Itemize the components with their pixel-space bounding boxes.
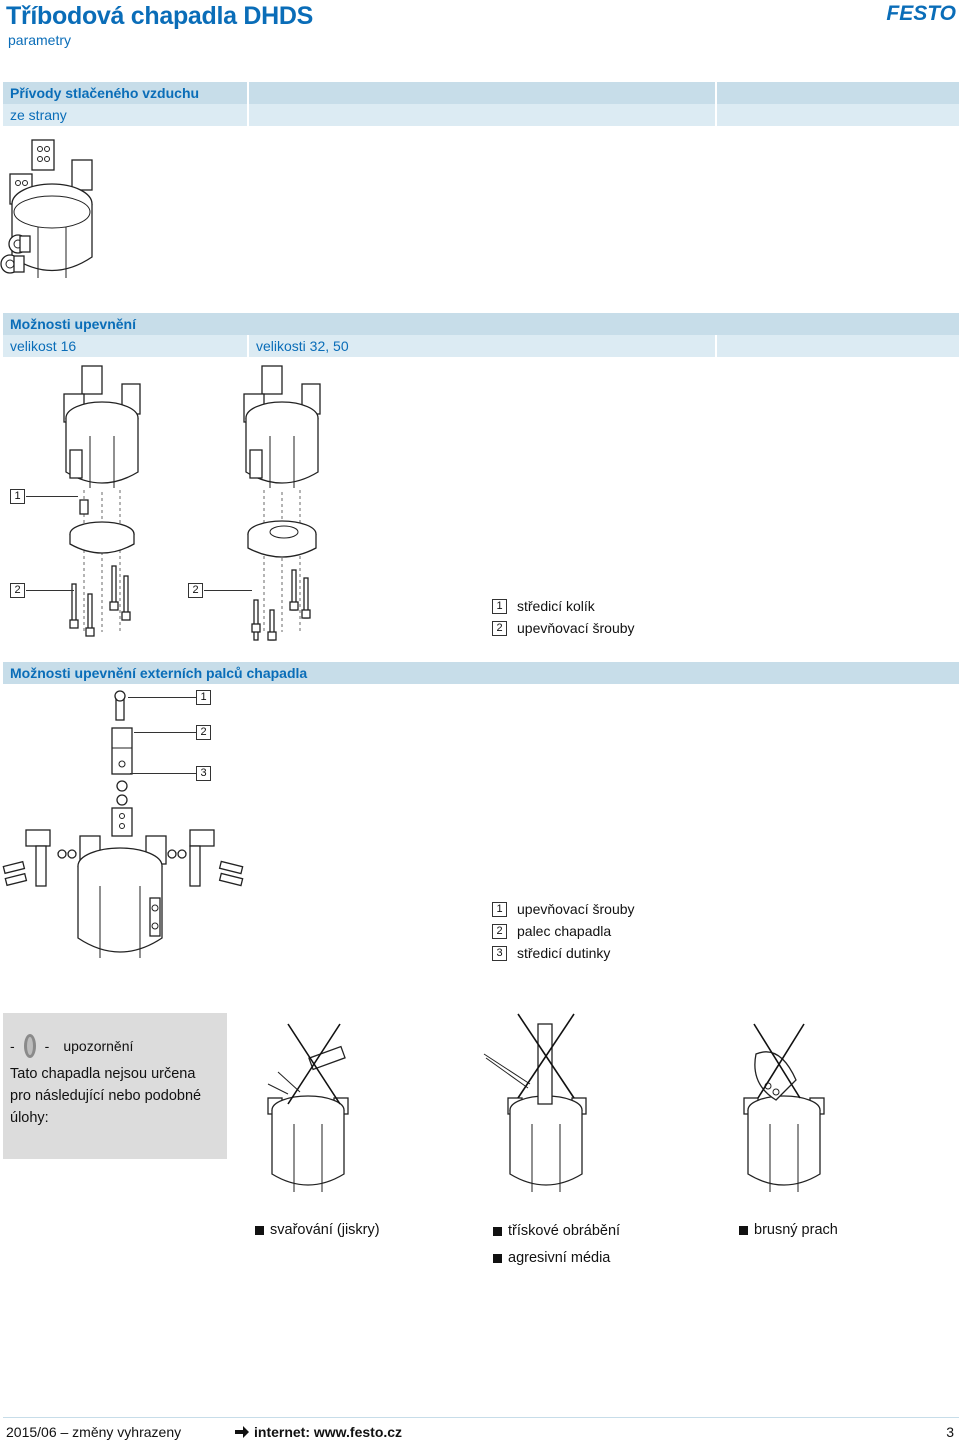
fingers-legend-item: 3 středicí dutinky (492, 942, 635, 964)
bullet-marker (493, 1226, 502, 1236)
legend-text: středicí dutinky (517, 945, 611, 961)
leader-line (134, 732, 196, 733)
fingers-callout-2: 2 (196, 725, 211, 740)
fingers-title: Možnosti upevnění externích palců chapad… (10, 665, 308, 681)
leader-line (130, 773, 196, 774)
bullet-welding: svařování (jiskry) (255, 1222, 380, 1238)
machining-prohibited-illustration (483, 1013, 587, 1192)
bullet-grinding-dust: brusný prach (739, 1222, 838, 1238)
warning-dash-left: - (10, 1038, 15, 1054)
mount-legend-item: 2 upevňovací šrouby (492, 617, 635, 639)
fingers-band: Možnosti upevnění externích palců chapad… (3, 661, 959, 684)
bullet-text: třískové obrábění (508, 1223, 621, 1239)
warning-dash-right: - (44, 1038, 50, 1054)
legend-number: 2 (492, 923, 507, 939)
leader-line (128, 697, 196, 698)
festo-logo-text: FESTO (886, 2, 956, 25)
fingers-legend: 1 upevňovací šrouby 2 palec chapadla 3 s… (492, 898, 635, 964)
bullet-text: agresivní média (508, 1250, 611, 1266)
mount-col-size32-50: velikosti 32, 50 (249, 335, 717, 357)
bullet-text: svařování (jiskry) (270, 1222, 380, 1238)
mount-legend: 1 středicí kolík 2 upevňovací šrouby (492, 595, 635, 639)
welding-prohibited-illustration (267, 1023, 349, 1192)
mount-title: Možnosti upevnění (10, 316, 136, 332)
legend-number: 1 (492, 901, 507, 917)
mount-size32-50-illustration (243, 365, 321, 641)
leader-line (26, 496, 78, 497)
bullet-marker (493, 1253, 502, 1263)
legend-text: palec chapadla (517, 923, 612, 939)
mount-size16-illustration (63, 365, 141, 637)
mount-callout-2b: 2 (188, 583, 203, 598)
air-subtitle: ze strany (3, 104, 249, 126)
air-band: Přívody stlačeného vzduchu ze strany (3, 81, 959, 126)
grinding-dust-prohibited-illustration (743, 1023, 825, 1192)
footer-rule (3, 1417, 959, 1418)
fingers-legend-item: 2 palec chapadla (492, 920, 635, 942)
legend-text: upevňovací šrouby (517, 620, 635, 636)
warning-label: upozornění (63, 1038, 134, 1054)
page-subtitle: parametry (8, 32, 72, 48)
mount-band: Možnosti upevnění velikost 16 velikosti … (3, 312, 959, 357)
fingers-callout-3: 3 (196, 766, 211, 781)
footer-date: 2015/06 – změny vyhrazeny (6, 1424, 182, 1440)
legend-text: upevňovací šrouby (517, 901, 635, 917)
fingers-callout-1: 1 (196, 690, 211, 705)
air-title: Přívody stlačeného vzduchu (3, 82, 249, 104)
legend-number: 1 (492, 598, 507, 614)
bullet-marker (255, 1225, 264, 1235)
legend-text: středicí kolík (517, 598, 595, 614)
warning-header: - - upozornění (10, 1033, 133, 1059)
warning-icon (23, 1034, 36, 1058)
mount-col-size16: velikost 16 (3, 335, 249, 357)
arrow-right-icon (235, 1426, 249, 1438)
warning-box (3, 1013, 227, 1159)
fingers-legend-item: 1 upevňovací šrouby (492, 898, 635, 920)
bullet-marker (739, 1225, 748, 1235)
festo-logo: FESTO (886, 2, 956, 25)
bullet-machining: třískové obrábění (493, 1223, 620, 1239)
leader-line (204, 590, 252, 591)
page-number: 3 (946, 1424, 954, 1440)
legend-number: 3 (492, 945, 507, 961)
leader-line (26, 590, 74, 591)
warning-text: Tato chapadla nejsou určena pro následuj… (10, 1066, 202, 1126)
bullet-text: brusný prach (754, 1222, 838, 1238)
legend-number: 2 (492, 620, 507, 636)
mount-legend-item: 1 středicí kolík (492, 595, 635, 617)
bullet-aggressive-media: agresivní média (493, 1250, 610, 1266)
mount-callout-2a: 2 (10, 583, 25, 598)
footer-link-text[interactable]: internet: www.festo.cz (254, 1424, 403, 1440)
gripper-side-ports-illustration (0, 139, 93, 278)
page-title: Tříbodová chapadla DHDS (6, 2, 314, 30)
footer-internet[interactable]: internet: www.festo.cz (234, 1424, 402, 1440)
mount-callout-1: 1 (10, 489, 25, 504)
fingers-illustration (2, 690, 244, 958)
